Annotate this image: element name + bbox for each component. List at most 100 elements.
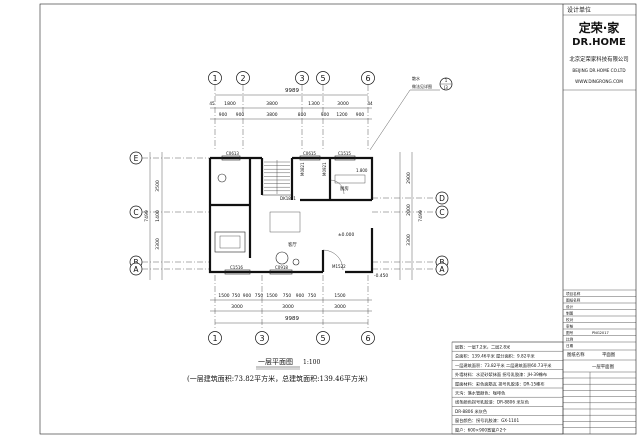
window-c0918 [269, 269, 293, 275]
drawing-name-value: 平面图 [602, 352, 616, 358]
axis-bubble-right-A [435, 262, 449, 276]
wall-outer-left-bottom [208, 158, 323, 274]
dim-top-3: 1300 [308, 101, 320, 107]
title-block-row-label: 比例 [566, 337, 574, 342]
axis-bubble-top-5 [316, 71, 330, 85]
axis-bubble-right-D [435, 191, 449, 205]
dim-right-2: 2000 [406, 204, 412, 216]
sheet-frame [39, 3, 637, 435]
company-name-cn: 北京定荣家科技有限公司 [569, 55, 628, 63]
label-elev-000: ±0.000 [338, 232, 354, 238]
dim-bot-row2-1: 1500 [218, 293, 229, 299]
bath-door-arc [329, 179, 345, 195]
label-dk: DK1821 [280, 196, 296, 201]
axis-label-bottom: 3 [259, 334, 264, 343]
design-unit-label: 设计单位 [567, 6, 591, 14]
spec-row: 线条颜色拐号乳胶漆：DR-8806 米灰色 [455, 399, 530, 406]
window-c0613 [221, 155, 241, 161]
dim-top-1: 1800 [224, 101, 236, 107]
dim-left-total: 7499 [144, 210, 150, 222]
dim-bot-row2-6: 750 [283, 293, 292, 299]
axis-label-right: B [439, 258, 444, 267]
plant [292, 258, 300, 266]
axis-bubble-left-C [129, 205, 143, 219]
label-kitchen: 厨房 [340, 185, 349, 192]
dim-bot-row2-3: 900 [243, 293, 252, 299]
kitchen-counter [334, 174, 366, 184]
staircase [264, 160, 290, 194]
axis-label-top: 5 [320, 74, 325, 83]
dim-bot-1: 3000 [231, 304, 243, 310]
dim-left-3: 3300 [155, 238, 161, 250]
axis-bubble-bottom-1 [208, 331, 222, 345]
dim-bot-row2-7: 900 [296, 293, 305, 299]
dim-top-row2-6: 1200 [336, 112, 347, 118]
dim-top-left-45: 45 [209, 101, 215, 106]
title-block: 设计单位 定荣·家 DR.HOME 北京定荣家科技有限公司 BEIJING DR… [563, 6, 636, 434]
toilet [217, 173, 227, 183]
index-den: J3 [443, 85, 448, 90]
living-rug [269, 211, 301, 233]
dim-bot-row2-4: 750 [255, 293, 264, 299]
dim-top-row2-5: 900 [321, 112, 330, 118]
spec-row: 屋面材料：彩色面筋瓦 拐号乳胶漆：DR-15橡布 [455, 380, 545, 387]
title-block-row-label: 制图 [566, 311, 574, 316]
axis-label-right: D [439, 194, 445, 203]
brand-logo-cn: 定荣·家 [579, 20, 621, 35]
spec-row: 外墙材料：水泥砂浆抹面 拐号乳胶漆：JH-39橡布 [455, 371, 547, 378]
area-note: (一层建筑面积:73.82平方米，总建筑面积:139.46平方米) [187, 374, 368, 383]
label-elev-neg: -0.450 [374, 273, 388, 279]
axis-label-right: A [439, 265, 445, 274]
axis-label-top: 2 [240, 74, 245, 83]
axis-bubble-bottom-3 [255, 331, 269, 345]
window-c1515 [334, 155, 356, 161]
axis-label-left: B [133, 258, 138, 267]
dim-top-row2-3: 3800 [266, 112, 277, 118]
brand-logo-en: DR.HOME [572, 37, 626, 48]
title-block-row-value: PNG2017 [592, 331, 609, 335]
dim-top-2: 3800 [266, 101, 278, 107]
window-c1516 [224, 269, 251, 275]
index-sub: 做法见详图 [412, 83, 432, 89]
sofa [214, 231, 246, 253]
spec-row: 一层建筑面积：73.82平米 二层建筑面积60.73平米 [455, 362, 552, 369]
label-c0613: C0613 [226, 151, 239, 156]
axis-label-left: A [133, 265, 139, 274]
label-w1: 1.800 [356, 168, 368, 173]
label-c1516: C1516 [230, 265, 243, 270]
title-block-row-label: 设计 [566, 304, 574, 309]
axis-bubble-right-C [435, 205, 449, 219]
detail-index-note: 散水 做法见详图 1 J3 [369, 75, 453, 151]
axis-bubble-top-6 [361, 71, 375, 85]
dim-bot-row2-5: 1500 [266, 293, 277, 299]
dim-top-row2-2: 900 [236, 112, 245, 118]
sofa-cushion [219, 235, 241, 249]
axis-label-bottom: 5 [320, 334, 325, 343]
company-name-en: BEIJING DR.HOME CO.LTD [572, 68, 625, 73]
axis-bubble-top-2 [236, 71, 250, 85]
index-num: 1 [445, 78, 448, 83]
axis-label-right: C [439, 208, 444, 217]
sheet-title: 一层平面图 [592, 364, 615, 370]
title-block-row-label: 图纸名称 [566, 298, 581, 303]
axis-bubble-top-1 [208, 71, 222, 85]
dim-bot-row2-8: 750 [308, 293, 317, 299]
title-block-row-label: 审核 [566, 324, 574, 329]
spec-row: 层数：一层7.2米，二层2.8米 [455, 344, 511, 351]
label-c0918: C0918 [275, 265, 288, 270]
dim-top-total: 9989 [285, 88, 299, 94]
dim-bottom-total: 9989 [285, 316, 299, 322]
axis-label-top: 6 [365, 74, 370, 83]
wall-bottom-right [345, 228, 374, 274]
axis-label-top: 1 [212, 74, 217, 83]
dim-top-4: 3000 [337, 101, 349, 107]
spec-row: 总面积：139.46平米 屋分面积：9.82平米 [455, 353, 536, 360]
dim-top-right-44: 44 [367, 101, 373, 106]
dim-right-3: 3300 [406, 234, 412, 246]
label-c1515: C1515 [338, 151, 351, 156]
